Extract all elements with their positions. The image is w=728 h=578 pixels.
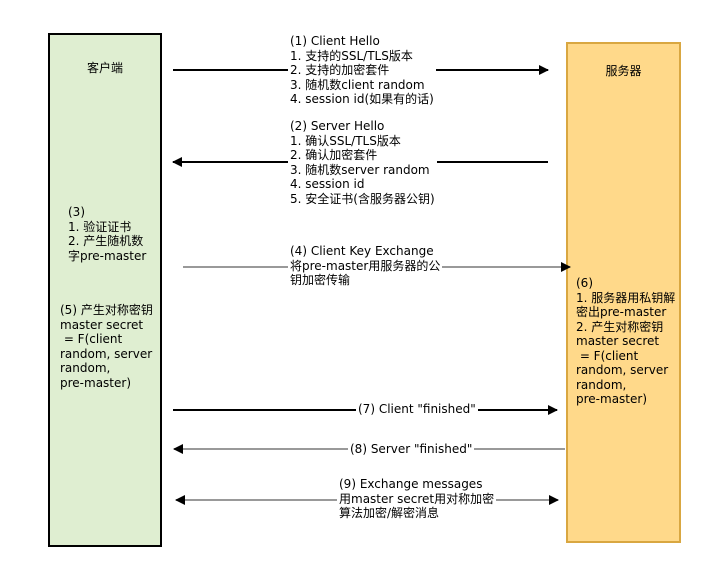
message-line: 2. 确认加密套件 [290,148,378,162]
arrow-left-head-icon [175,495,185,505]
message-line: 4. session id(如果有的话) [290,92,434,106]
note-line: 2. 产生随机数 [68,234,144,248]
message-server-finished: (8) Server "finished" [348,442,475,457]
arrow-left-head-icon [172,157,182,167]
arrow-left-head-icon [173,444,183,454]
message-line: (9) Exchange messages [339,477,483,491]
message-line: (2) Server Hello [290,119,385,133]
server-note-master-secret: (6) 1. 服务器用私钥解 密出pre-master 2. 产生对称密钥 ma… [576,276,675,407]
client-label: 客户端 [86,61,123,75]
note-line: 2. 产生对称密钥 [576,319,664,334]
message-line: 1. 支持的SSL/TLS版本 [290,48,413,63]
message-line: 2. 支持的加密套件 [290,63,390,77]
note-line: 1. 验证证书 [68,219,132,234]
note-line: (6) [576,276,593,290]
message-line: (4) Client Key Exchange [290,244,434,258]
message-line: 3. 随机数server random [290,162,430,177]
note-line: (3) [68,205,85,219]
message-line: 3. 随机数client random [290,77,425,92]
note-line: 1. 服务器用私钥解 [576,290,676,305]
client-note-master-secret: (5) 产生对称密钥 master secret = F(client rand… [60,303,153,390]
note-line: random, [60,361,111,375]
arrow-right-head-icon [549,495,559,505]
message-line: (8) Server "finished" [350,442,473,456]
message-line: 用master secret用对称加密 [339,491,495,506]
server-box: 服务器 (6) 1. 服务器用私钥解 密出pre-master 2. 产生对称密… [566,42,681,543]
message-line: 将pre-master用服务器的公 [290,258,441,273]
note-line: random, [576,377,627,392]
message-client-hello: (1) Client Hello 1. 支持的SSL/TLS版本 2. 支持的加… [288,34,436,107]
arrow-right-head-icon [548,405,558,415]
client-box: 客户端 (3) 1. 验证证书 2. 产生随机数 字pre-master (5)… [48,33,162,547]
message-line: (1) Client Hello [290,34,380,48]
note-line: pre-master) [60,375,131,390]
note-line: master secret [576,334,660,348]
arrow-right-head-icon [561,262,571,272]
message-line: 1. 确认SSL/TLS版本 [290,133,401,148]
message-client-finished: (7) Client "finished" [356,402,478,417]
message-line: 4. session id [290,177,365,191]
note-line: pre-master) [576,392,647,406]
message-line: 5. 安全证书(含服务器公钥) [290,191,435,206]
message-line: 钥加密传输 [290,273,351,287]
arrow-right-head-icon [539,65,549,75]
message-line: 算法加密/解密消息 [339,506,440,520]
client-note-verify-cert: (3) 1. 验证证书 2. 产生随机数 字pre-master [68,205,146,263]
note-line: (5) 产生对称密钥 [60,303,153,317]
note-line: random, server [576,363,669,377]
note-line: 密出pre-master [576,305,667,319]
message-line: (7) Client "finished" [358,402,476,416]
message-exchange-messages: (9) Exchange messages 用master secret用对称加… [337,477,497,521]
message-server-hello: (2) Server Hello 1. 确认SSL/TLS版本 2. 确认加密套… [288,119,437,206]
note-line: = F(client [60,332,123,346]
note-line: 字pre-master [68,248,147,263]
note-line: random, server [60,346,153,361]
note-line: = F(client [576,348,639,363]
note-line: master secret [60,317,144,332]
server-label: 服务器 [605,64,642,78]
message-client-key-exchange: (4) Client Key Exchange 将pre-master用服务器的… [288,244,443,288]
